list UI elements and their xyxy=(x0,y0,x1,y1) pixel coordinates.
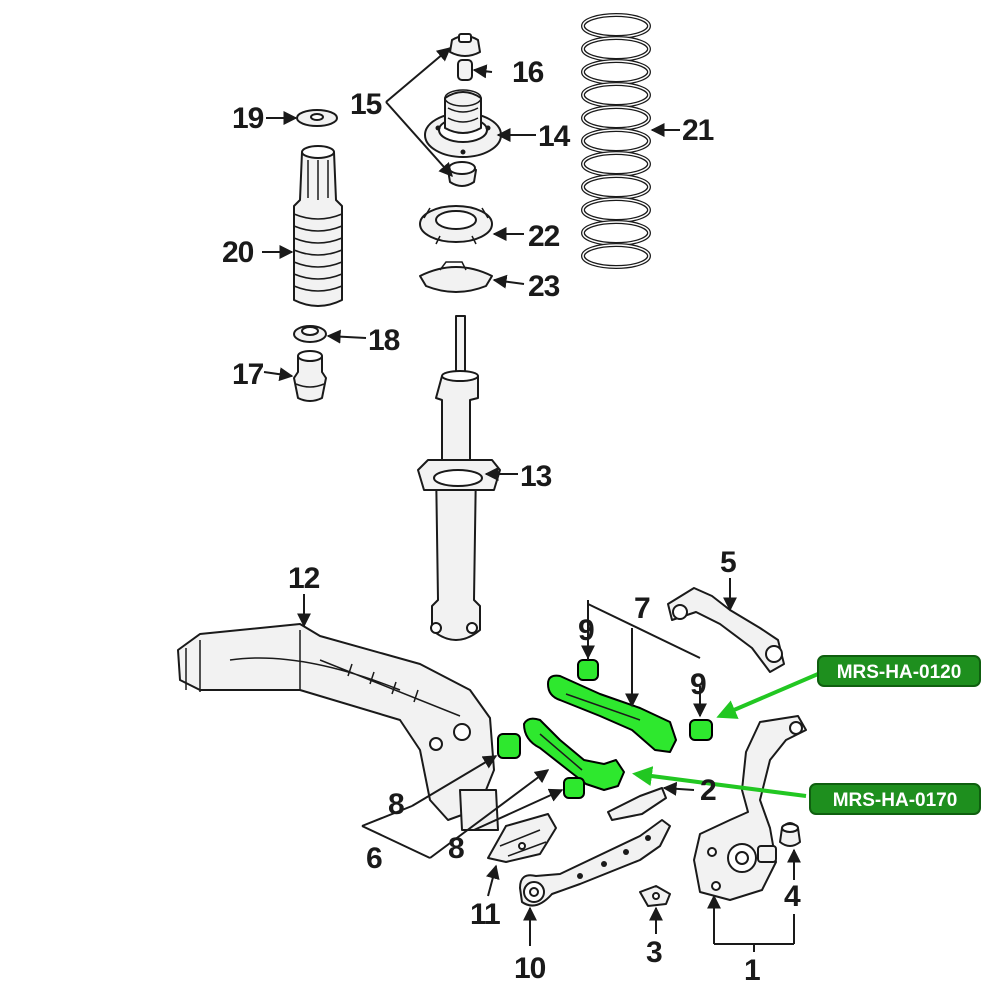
label-8-lower: 8 xyxy=(448,832,464,865)
leader-lines xyxy=(262,47,801,952)
part-13-shock-absorber xyxy=(417,315,501,641)
part-20-dust-boot xyxy=(293,145,343,307)
part-23-insulator xyxy=(419,261,493,293)
part-17-bump-stop xyxy=(293,350,327,402)
label-14: 14 xyxy=(538,120,571,153)
badge-upper-text: MRS-HA-0120 xyxy=(837,662,962,683)
part-16-bushing xyxy=(457,59,473,81)
green-callout-arrows xyxy=(632,672,819,798)
upper-arm-highlighted xyxy=(547,674,677,753)
callout-numbers: 16 15 14 21 19 20 22 23 18 17 13 12 5 7 … xyxy=(222,56,802,987)
bushing-9-top xyxy=(577,659,599,681)
label-2: 2 xyxy=(700,774,716,807)
lower-arm-highlighted xyxy=(523,717,625,791)
part-15-upper-cap xyxy=(449,33,481,57)
label-7: 7 xyxy=(634,592,650,625)
label-1: 1 xyxy=(744,954,760,987)
spring-coil-highlight xyxy=(582,221,650,245)
part-21-coil-spring xyxy=(581,13,651,269)
label-20: 20 xyxy=(222,236,254,269)
part-15-lower-cup xyxy=(447,161,477,187)
label-19: 19 xyxy=(232,102,264,135)
badge-lower: MRS-HA-0170 xyxy=(809,783,981,815)
label-5: 5 xyxy=(720,546,736,579)
spring-coil-highlight xyxy=(582,129,650,153)
label-12: 12 xyxy=(288,562,320,595)
spring-coil-highlight xyxy=(582,152,650,176)
part-19-washer xyxy=(296,109,338,127)
label-15: 15 xyxy=(350,88,382,121)
bushing-9-right xyxy=(689,719,713,741)
bushing-8-left xyxy=(497,733,521,759)
part-11-bracket xyxy=(487,813,557,863)
badge-upper: MRS-HA-0120 xyxy=(817,655,981,687)
label-9-right: 9 xyxy=(690,668,706,701)
badge-lower-text: MRS-HA-0170 xyxy=(833,790,958,811)
part-12-subframe xyxy=(177,623,499,831)
spring-coil-highlight xyxy=(582,37,650,61)
label-23: 23 xyxy=(528,270,560,303)
spring-coil-highlight xyxy=(582,83,650,107)
label-11: 11 xyxy=(470,898,500,931)
part-10-trailing-arm xyxy=(519,819,671,907)
label-17: 17 xyxy=(232,358,264,391)
label-22: 22 xyxy=(528,220,560,253)
label-4: 4 xyxy=(784,880,801,913)
part-2-bracket xyxy=(607,787,667,821)
spring-coil-highlight xyxy=(582,198,650,222)
label-6: 6 xyxy=(366,842,382,875)
label-21: 21 xyxy=(682,114,714,147)
spring-coil-highlight xyxy=(582,106,650,130)
part-18-washer xyxy=(293,325,327,343)
label-3: 3 xyxy=(646,936,662,969)
label-13: 13 xyxy=(520,460,552,493)
label-9-top: 9 xyxy=(578,614,594,647)
part-3-clip xyxy=(639,885,671,907)
part-4-bushing xyxy=(779,822,801,847)
spring-coil-highlight xyxy=(582,244,650,268)
part-22-spring-seat xyxy=(419,205,493,245)
label-18: 18 xyxy=(368,324,400,357)
part-1-knuckle xyxy=(693,715,807,901)
spring-coil-highlight xyxy=(582,175,650,199)
bushings-highlighted xyxy=(497,659,713,799)
bushing-8-lower xyxy=(563,777,585,799)
spring-coil-highlight xyxy=(582,60,650,84)
label-10: 10 xyxy=(514,952,546,985)
part-5-upper-arm xyxy=(667,587,785,673)
label-16: 16 xyxy=(512,56,544,89)
part-14-strut-mount xyxy=(424,89,502,158)
spring-coil-highlight xyxy=(582,14,650,38)
label-8-left: 8 xyxy=(388,788,404,821)
